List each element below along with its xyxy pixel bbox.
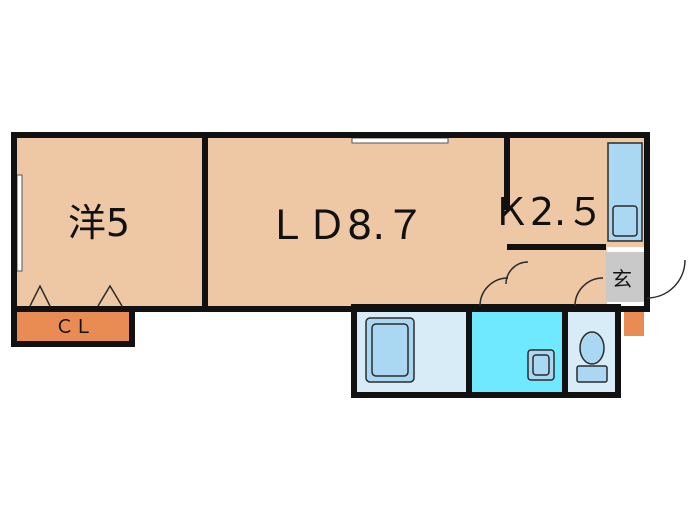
toilet-tank [576, 365, 608, 383]
doors [29, 259, 686, 307]
washbasin-bowl [532, 354, 550, 376]
walls [11, 132, 650, 398]
closet-door-right [97, 284, 123, 307]
closet-label: ＣＬ [54, 316, 94, 338]
closet-wall [11, 306, 135, 347]
entrance-label: 玄 [612, 267, 632, 291]
entrance-door-swing [646, 259, 686, 299]
kitchen-sink [612, 205, 638, 237]
entrance-step-floor [624, 306, 644, 336]
bathtub-basin [371, 323, 409, 377]
living-dining-label: ＬＤ8.７ [266, 203, 426, 249]
western-room-label: 洋5 [67, 201, 131, 245]
hallway-floor [507, 247, 607, 306]
hall-door-swing [505, 261, 529, 285]
toilet-bowl [579, 331, 605, 365]
kitchen-label: Ｋ2.５ [491, 190, 605, 234]
entrance-floor [606, 252, 644, 302]
toilet-door-swing [574, 277, 604, 307]
living-dining-floor [205, 138, 507, 306]
outer-wall-main [11, 132, 650, 312]
closet-door-left [29, 284, 51, 307]
closet-floor [17, 310, 130, 342]
wet-area-wall [351, 304, 621, 398]
western-room-floor [17, 138, 205, 306]
washroom-door-swing [479, 277, 509, 307]
